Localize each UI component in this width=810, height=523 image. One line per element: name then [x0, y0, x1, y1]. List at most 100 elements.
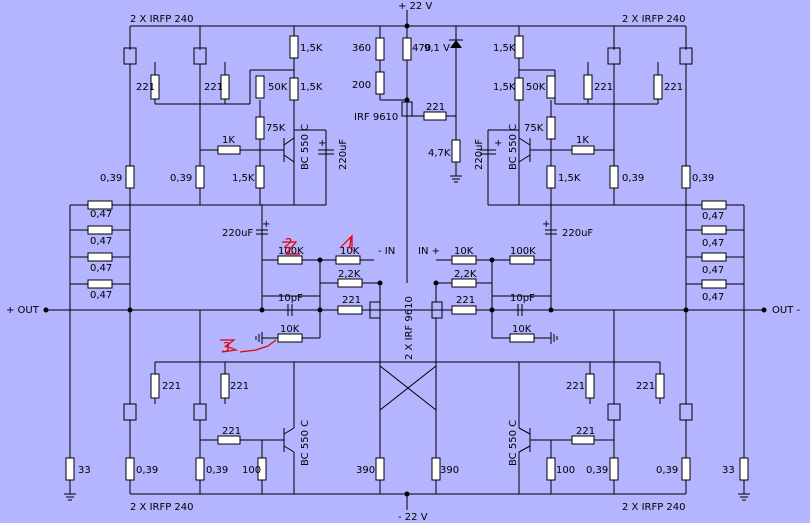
resistor-221	[423, 111, 447, 121]
output-pair-label: 2 X IRFP 240	[622, 14, 686, 25]
potentiometer-50k-label: 50K	[526, 82, 546, 93]
resistor-221	[653, 74, 663, 100]
resistor-221	[220, 74, 230, 100]
resistor-221	[150, 74, 160, 100]
resistor-390	[431, 457, 441, 481]
zener-diode	[450, 40, 462, 48]
left-lower-output-stage: 221 221 0,39 0,39 2 X IRFP 240 33 221 BC…	[64, 310, 660, 513]
resistor-039-label: 0,39	[656, 465, 678, 476]
resistor-047-label: 0,47	[90, 263, 112, 274]
resistor-100	[257, 457, 267, 481]
resistor-221-label: 221	[456, 295, 475, 306]
resistor-10k-label: 10K	[454, 246, 474, 257]
resistor-1k5	[546, 165, 556, 189]
resistor-039	[681, 457, 691, 481]
potentiometer-50k	[255, 75, 265, 99]
resistor-4k7-label: 4,7K	[428, 148, 451, 159]
resistor-2k2	[451, 278, 477, 288]
resistor-1k5-label: 1,5K	[232, 173, 255, 184]
resistor-221	[150, 373, 160, 399]
resistor-75k-label: 75K	[266, 123, 286, 134]
resistor-039-label: 0,39	[136, 465, 158, 476]
resistor-33-label: 33	[722, 465, 735, 476]
resistor-047-label: 0,47	[702, 238, 724, 249]
input-minus-label: - IN	[378, 246, 395, 257]
resistor-039-label: 0,39	[692, 173, 714, 184]
right-resistor-bank: 0,47 0,47 0,47 0,47	[683, 200, 745, 313]
resistor-047-label: 0,47	[702, 265, 724, 276]
annotation-3: 3	[222, 341, 230, 356]
negative-rail-label: - 22 V	[398, 512, 428, 523]
annotation-mark	[220, 339, 277, 353]
resistor-1k5	[289, 35, 299, 59]
resistor-75k	[255, 116, 265, 140]
resistor-047-label: 0,47	[90, 290, 112, 301]
resistor-470-label: 470	[412, 43, 431, 54]
resistor-221-label: 221	[426, 102, 445, 113]
resistor-039-label: 0,39	[170, 173, 192, 184]
resistor-1k-label: 1K	[222, 135, 235, 146]
resistor-100k-label: 100K	[510, 246, 536, 257]
resistor-221	[571, 435, 595, 445]
capacitor-plus: +	[262, 219, 270, 230]
resistor-221	[220, 373, 230, 399]
annotation-mark	[339, 234, 353, 252]
resistor-390-label: 390	[440, 465, 459, 476]
resistor-221	[217, 435, 241, 445]
resistor-039	[125, 165, 135, 189]
output-pair-label: 2 X IRFP 240	[622, 502, 686, 513]
resistor-1k5-label: 1,5K	[493, 43, 516, 54]
resistor-1k	[571, 145, 595, 155]
resistor-221-label: 221	[162, 381, 181, 392]
resistor-221-label: 221	[204, 82, 223, 93]
resistor-10k	[277, 333, 303, 343]
resistor-2k2-label: 2,2K	[338, 269, 361, 280]
capacitor-220uf-label: 220uF	[474, 139, 485, 170]
resistor-221-label: 221	[222, 426, 241, 437]
resistor-039	[125, 457, 135, 481]
resistor-33	[739, 457, 749, 481]
zener-label: 9,1 V	[424, 43, 450, 54]
resistor-10k-label: 10K	[512, 324, 532, 335]
resistor-047	[87, 252, 113, 262]
resistor-047-label: 0,47	[90, 209, 112, 220]
resistor-221	[655, 373, 665, 399]
resistor-10k-label: 10K	[340, 246, 360, 257]
resistor-390	[375, 457, 385, 481]
left-upper-output-stage: 221 221 2 X IRFP 240 1,5K 1,5K 50K 75K 1…	[70, 14, 349, 206]
resistor-100-label: 100	[242, 465, 261, 476]
resistor-047-label: 0,47	[702, 211, 724, 222]
transistor-label: BC 550 C	[508, 124, 519, 170]
resistor-470	[402, 37, 412, 61]
resistor-221-label: 221	[230, 381, 249, 392]
output-pair-label: 2 X IRFP 240	[130, 14, 194, 25]
capacitor-220uf-label: 220uF	[222, 228, 253, 239]
resistor-1k	[217, 145, 241, 155]
resistor-039	[609, 457, 619, 481]
resistor-221-label: 221	[594, 82, 613, 93]
resistor-039	[195, 457, 205, 481]
left-resistor-bank: 0,47 0,47 0,47 0,47	[69, 200, 133, 313]
resistor-75k-label: 75K	[524, 123, 544, 134]
output-pair-label: 2 X IRFP 240	[130, 502, 194, 513]
resistor-1k5	[289, 77, 299, 101]
resistor-047	[87, 200, 113, 210]
resistor-221-label: 221	[576, 426, 595, 437]
resistor-039	[681, 165, 691, 189]
potentiometer-200	[375, 71, 385, 95]
resistor-039-label: 0,39	[586, 465, 608, 476]
resistor-047-label: 0,47	[702, 292, 724, 303]
resistor-047	[701, 200, 727, 210]
resistor-221	[583, 74, 593, 100]
source-mosfet-label: IRF 9610	[354, 112, 398, 123]
resistor-039-label: 0,39	[206, 465, 228, 476]
resistor-10k-label: 10K	[280, 324, 300, 335]
capacitor-220uf-label: 220uF	[338, 139, 349, 170]
resistor-047	[87, 279, 113, 289]
resistor-1k5	[514, 77, 524, 101]
output-plus-label: + OUT	[6, 305, 40, 316]
capacitor-10pf-label: 10pF	[278, 293, 303, 304]
output-line: + OUT OUT -	[6, 305, 800, 316]
right-feedback-network: + 220uF IN + 10K 100K 2,2K 10pF 10K 221	[418, 205, 593, 344]
